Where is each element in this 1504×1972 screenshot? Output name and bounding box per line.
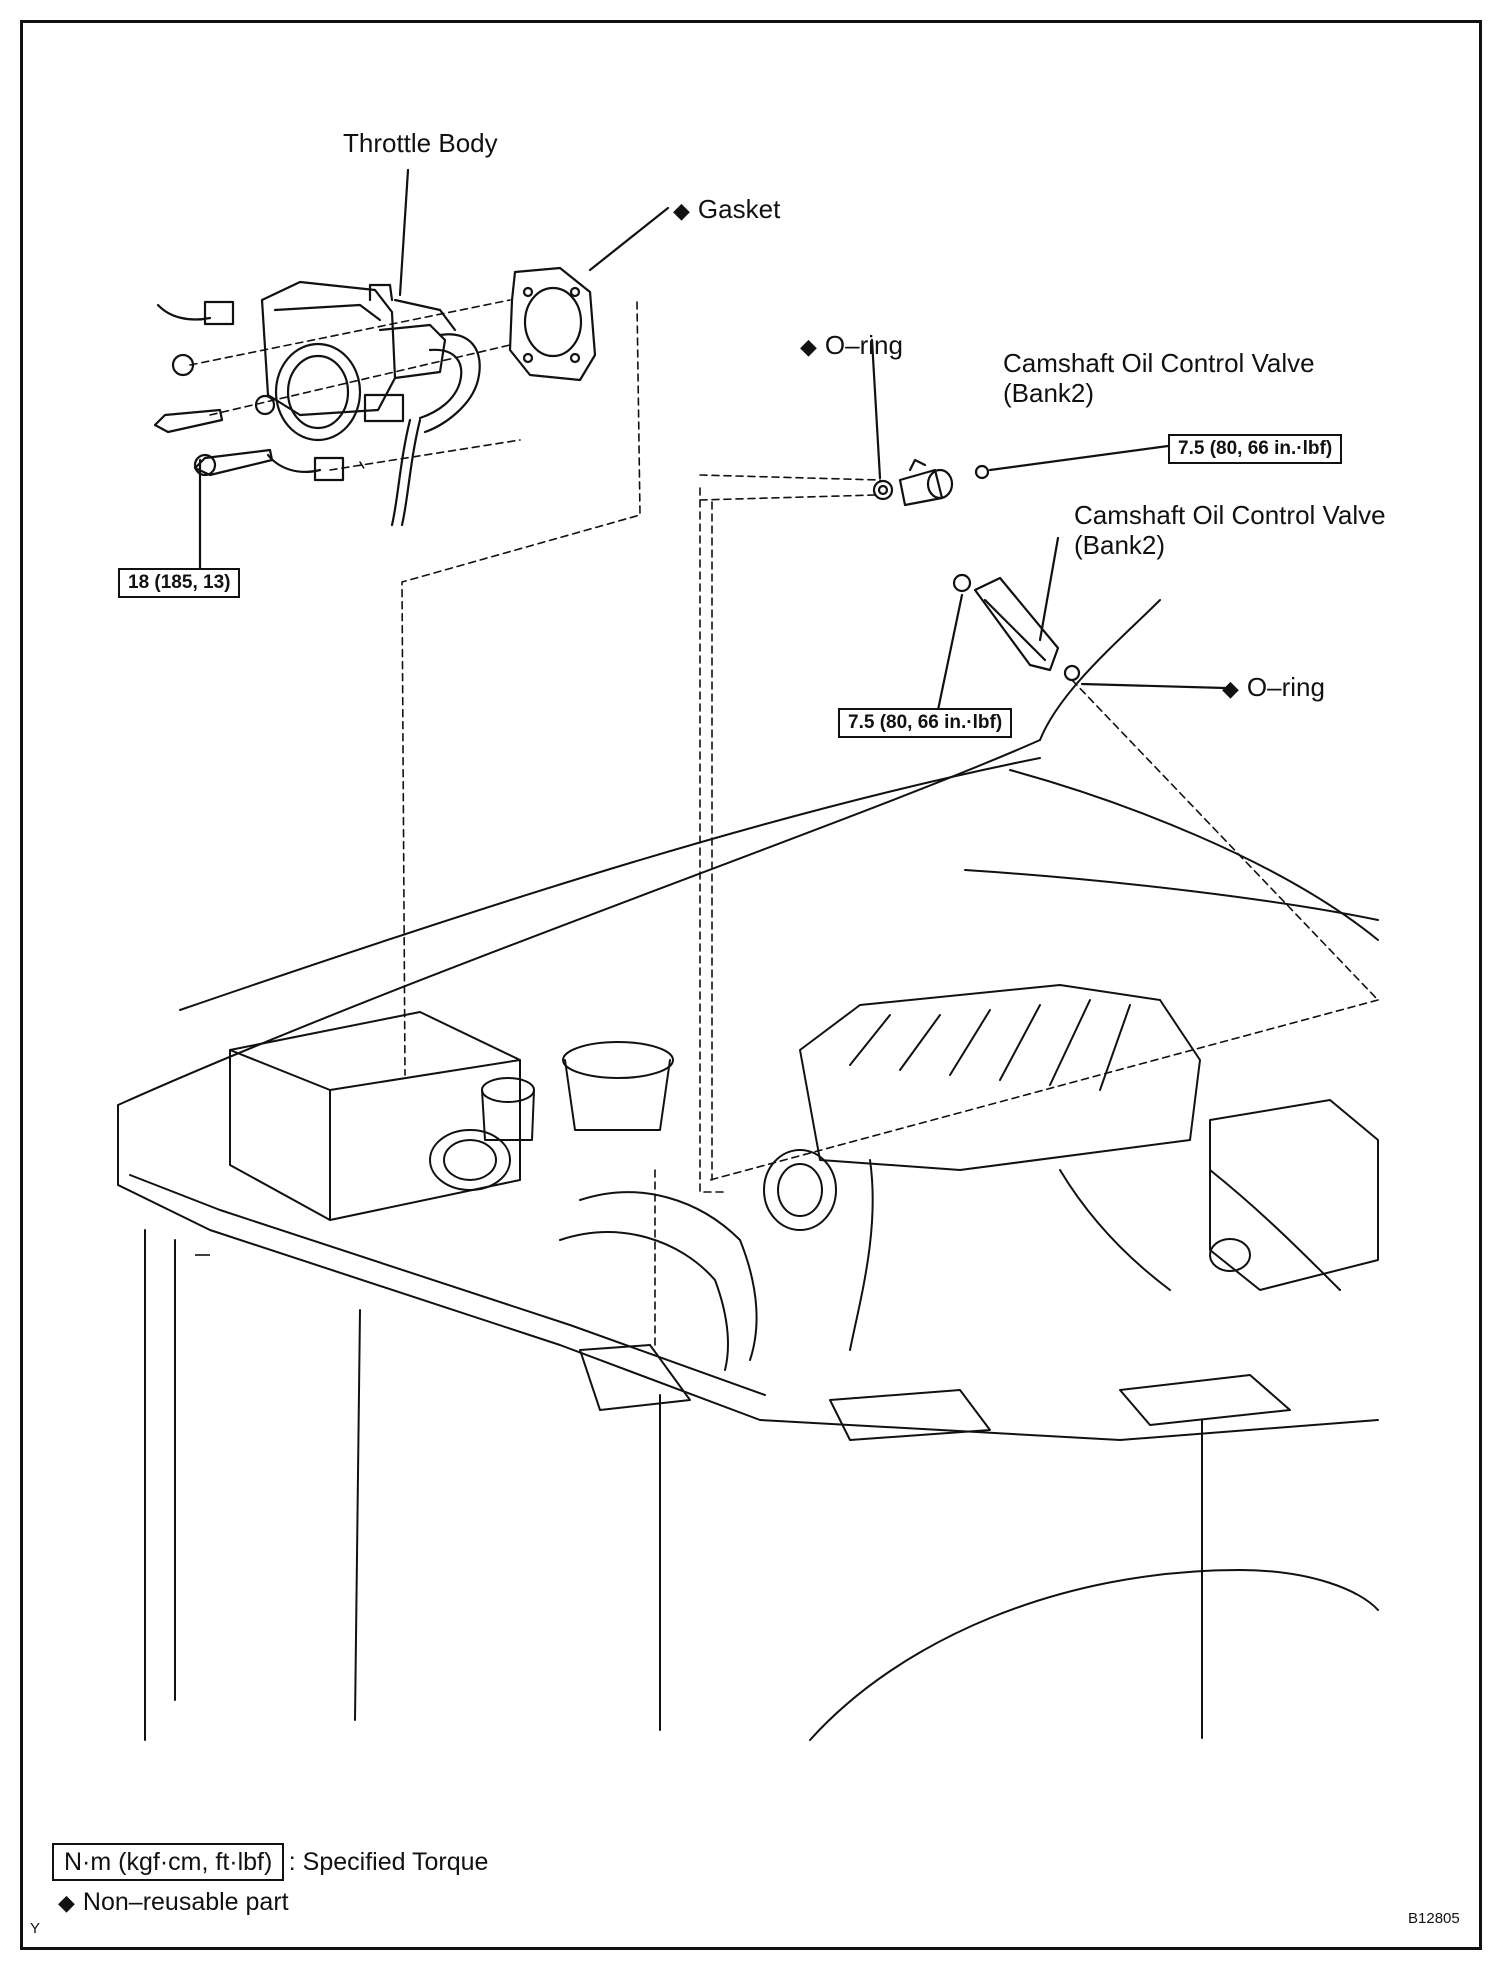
torque-cam-valve-lower: 7.5 (80, 66 in.·lbf) <box>838 708 1013 738</box>
figure-code: B12805 <box>1408 1910 1460 1927</box>
oring-upper-label: O–ring <box>824 330 903 360</box>
legend-torque-row: N·m (kgf·cm, ft·lbf) : Specified Torque <box>52 1843 488 1881</box>
cam-valve-upper-line2: (Bank2) <box>1003 378 1095 408</box>
oring-lower-label: O–ring <box>1246 672 1325 702</box>
gasket-part <box>508 266 597 382</box>
legend-torque-box: N·m (kgf·cm, ft·lbf) <box>52 1843 285 1881</box>
corner-letter: Y <box>30 1920 41 1937</box>
cam-valve-upper-part <box>872 458 990 507</box>
engine-bay-drawing <box>117 599 1379 1741</box>
diamond-icon: ◆ <box>58 1890 75 1915</box>
cam-valve-upper-label: Camshaft Oil Control Valve (Bank2) <box>1003 348 1315 408</box>
cam-valve-lower-line2: (Bank2) <box>1074 530 1166 560</box>
legend-nonreusable-row: ◆ Non–reusable part <box>58 1888 289 1917</box>
torque-throttle-bolt: 18 (185, 13) <box>118 568 241 598</box>
legend-torque-desc: : Specified Torque <box>288 1848 489 1876</box>
diamond-icon: ◆ <box>800 334 817 359</box>
diagram-frame <box>20 20 1482 1950</box>
cam-valve-lower-line1: Camshaft Oil Control Valve <box>1074 500 1386 530</box>
cam-valve-lower-part <box>952 573 1081 682</box>
diamond-icon: ◆ <box>1222 676 1239 701</box>
throttle-body-label: Throttle Body <box>343 128 498 158</box>
cam-valve-lower-label: Camshaft Oil Control Valve (Bank2) <box>1074 500 1386 560</box>
throttle-body-part <box>153 266 597 527</box>
legend-nonreusable-text: Non–reusable part <box>82 1888 289 1916</box>
gasket-label: Gasket <box>697 194 781 224</box>
oring-lower-callout: ◆ O–ring <box>1222 672 1325 704</box>
cam-valve-upper-line1: Camshaft Oil Control Valve <box>1003 348 1315 378</box>
oring-upper-callout: ◆ O–ring <box>800 330 903 362</box>
torque-cam-valve-upper: 7.5 (80, 66 in.·lbf) <box>1168 434 1343 464</box>
diamond-icon: ◆ <box>673 198 690 223</box>
gasket-callout: ◆ Gasket <box>673 194 780 226</box>
